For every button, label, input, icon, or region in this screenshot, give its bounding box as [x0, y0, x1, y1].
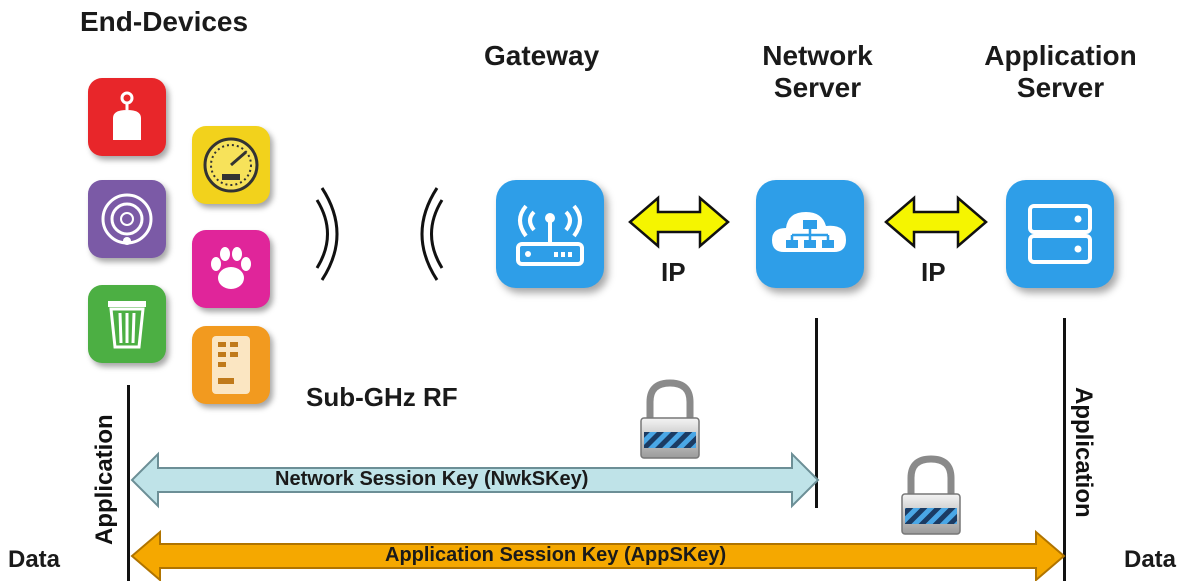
application-session-key-arrow: [130, 529, 1066, 581]
paw-tracker-icon: [192, 230, 270, 308]
ip-label-left: IP: [661, 257, 686, 287]
padlock-icon: [901, 455, 961, 535]
network-server-label-line2: Server: [773, 72, 862, 104]
trash-bin-icon: [88, 285, 166, 363]
left-boundary-line: [127, 385, 130, 581]
application-server-label-line1: Application: [984, 40, 1137, 71]
gateway-label: Gateway: [484, 40, 600, 71]
application-session-key-label: Application Session Key (AppSKey): [385, 544, 727, 566]
network-session-key-label: Network Session Key (NwkSKey): [275, 468, 589, 490]
application-server-line: [1063, 318, 1066, 581]
data-label-left: Data: [8, 546, 61, 573]
network-server-line: [815, 318, 818, 508]
sensor-tag-icon: [88, 78, 166, 156]
server-rack-icon: [1006, 180, 1114, 288]
data-label-right: Data: [1124, 546, 1177, 573]
padlock-icon: [640, 379, 700, 459]
application-server-label: Application Server: [968, 40, 1153, 104]
wifi-router-icon: [496, 180, 604, 288]
ip-label-right: IP: [921, 257, 946, 287]
smoke-detector-icon: [88, 180, 166, 258]
vending-machine-icon: [192, 326, 270, 404]
sub-ghz-rf-label: Sub-GHz RF: [306, 382, 458, 412]
network-session-key-arrow: [130, 451, 820, 509]
cloud-network-icon: [756, 180, 864, 288]
network-server-label: Network Server: [745, 40, 890, 104]
network-server-label-line1: Network: [762, 40, 873, 71]
end-devices-label: End-Devices: [80, 6, 249, 37]
ip-arrow-right-icon: [884, 195, 988, 249]
gauge-meter-icon: [192, 126, 270, 204]
application-server-label-line2: Server: [1016, 72, 1105, 104]
ip-arrow-left-icon: [628, 195, 730, 249]
